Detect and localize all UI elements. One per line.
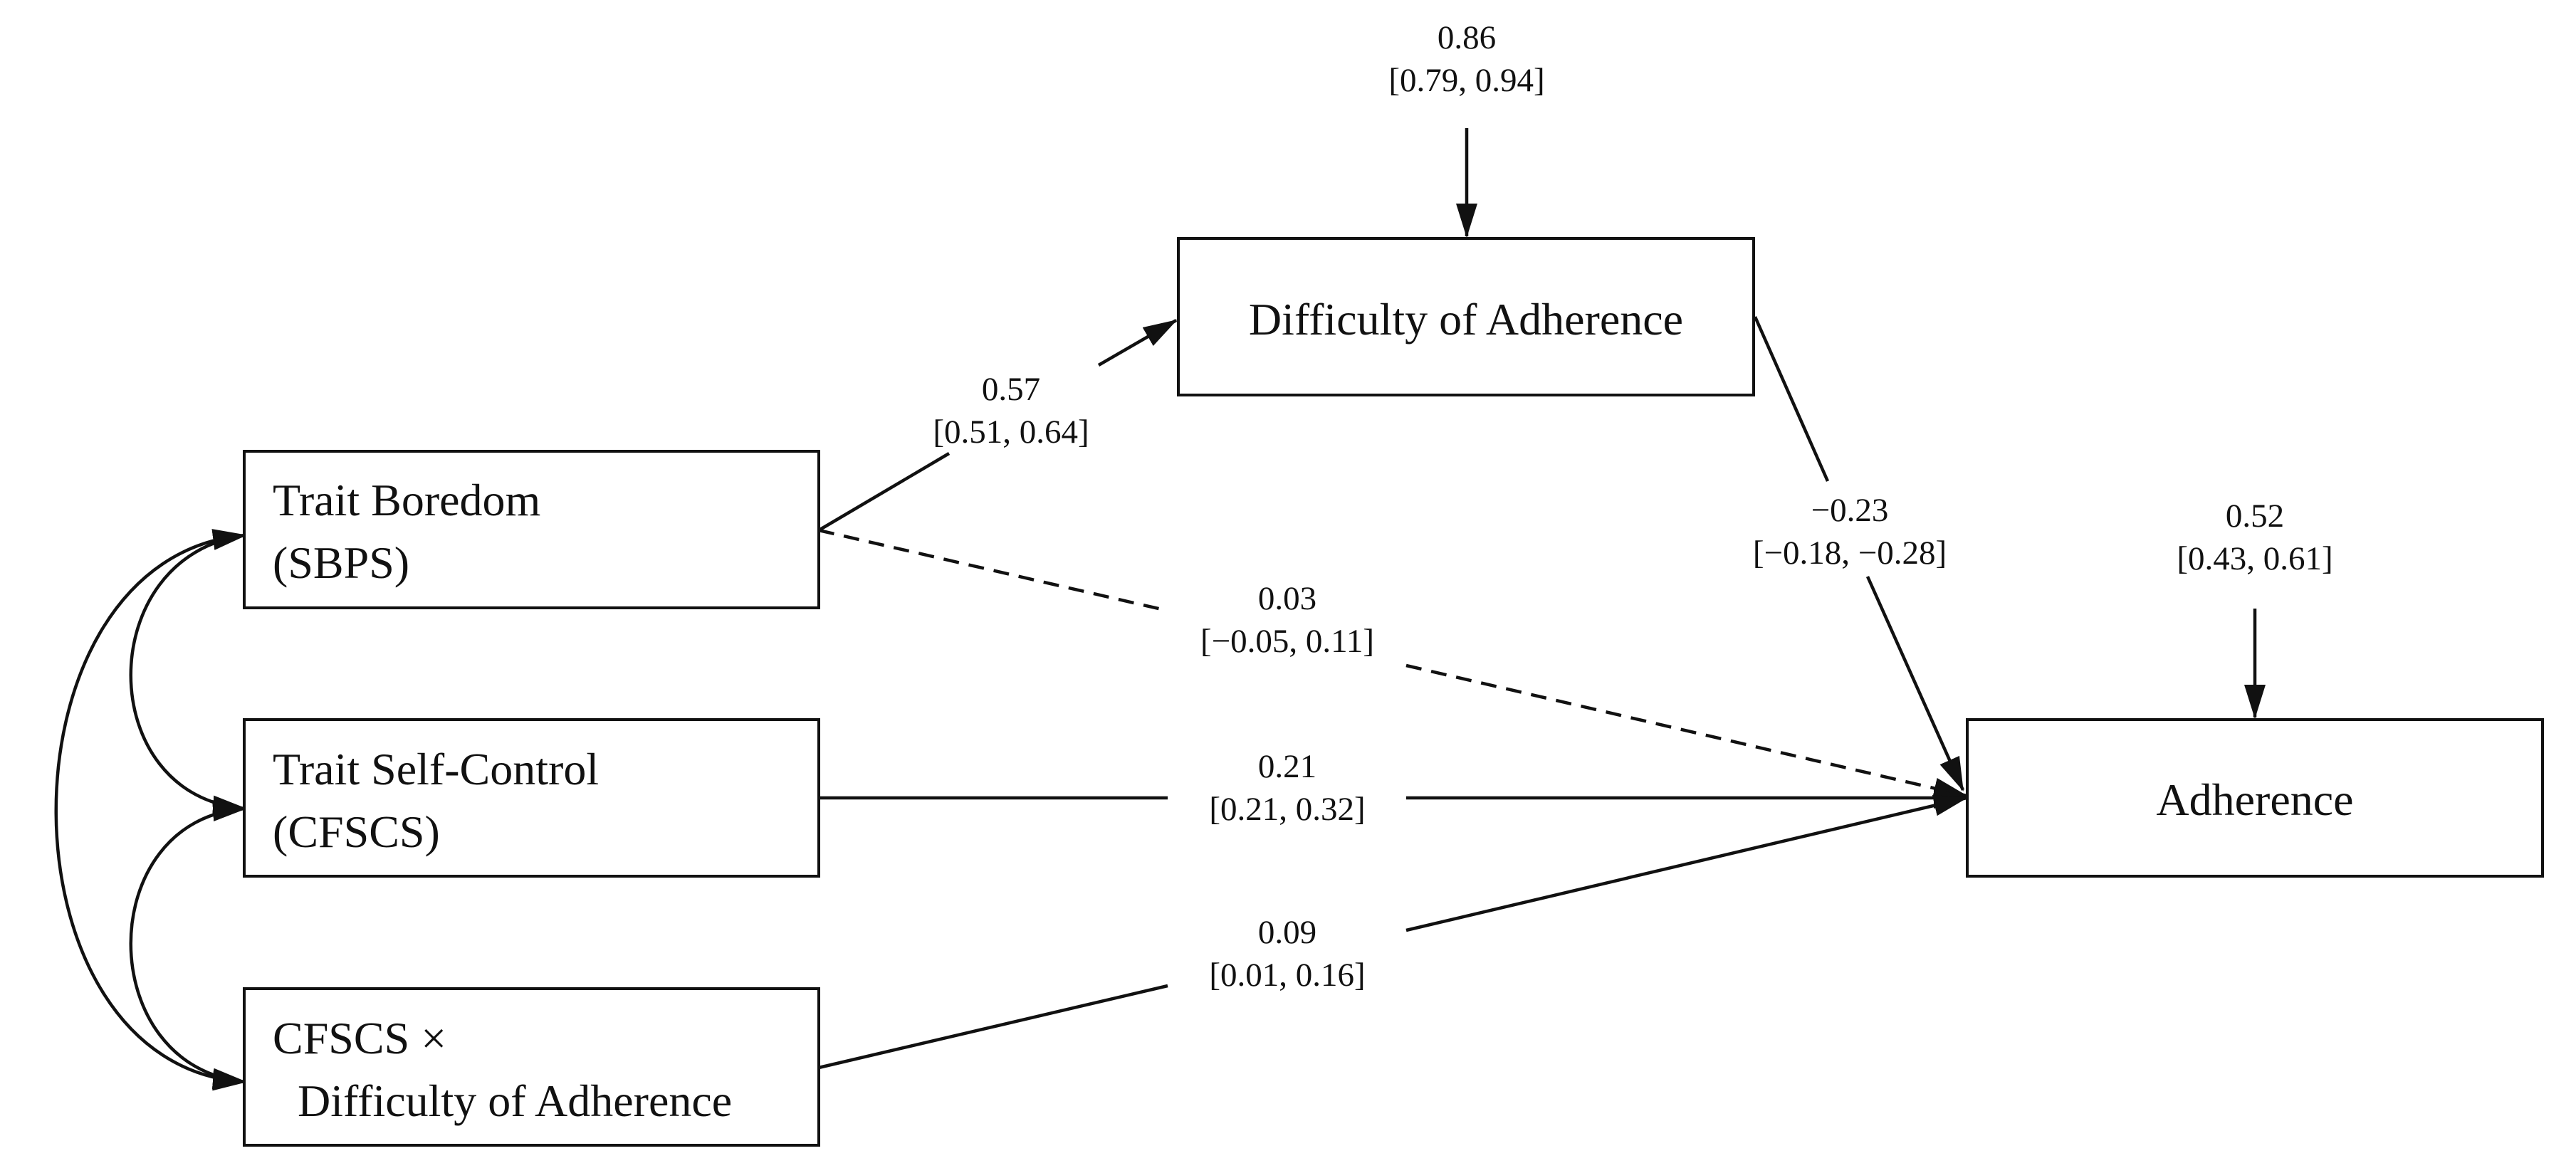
coefficient-ci: [−0.05, 0.11] [1200, 623, 1374, 660]
residual-adherence: 0.52 [0.43, 0.61] [2177, 498, 2332, 577]
node-difficulty-label: Difficulty of Adherence [1249, 294, 1683, 344]
coefficient-estimate: 0.03 [1258, 580, 1316, 617]
residual-arrows [1456, 128, 2266, 719]
node-boredom-label-line2: (SBPS) [273, 537, 409, 588]
node-boredom-label-line1: Trait Boredom [273, 475, 540, 525]
correlation-arc-selfcontrol-interaction [129, 806, 247, 1090]
regression-paths [817, 316, 1968, 1070]
node-adherence: Adherence [1966, 718, 2544, 878]
residual-estimate: 0.52 [2226, 498, 2284, 535]
path-interaction-to-adherence-segment-1 [818, 984, 1168, 1070]
coefficient-estimate: 0.57 [982, 371, 1040, 408]
node-trait-self-control: Trait Self-Control (CFSCS) [243, 718, 820, 878]
path-boredom-to-difficulty-segment-2 [1097, 319, 1178, 367]
path-boredom-to-adherence-segment-2 [1405, 663, 1968, 799]
coefficient-estimate: 0.21 [1258, 748, 1316, 785]
path-boredom-to-difficulty-segment-1 [817, 452, 951, 532]
coefficient-ci: [−0.18, −0.28] [1753, 535, 1947, 572]
coefficient-estimate: 0.09 [1258, 914, 1316, 951]
coefficient-ci: [0.51, 0.64] [933, 414, 1089, 451]
residual-ci: [0.43, 0.61] [2177, 540, 2332, 577]
coefficient-boredom-to-adherence: 0.03 [−0.05, 0.11] [1200, 580, 1374, 660]
coefficient-ci: [0.01, 0.16] [1209, 957, 1365, 994]
path-difficulty-to-adherence-segment-2 [1865, 576, 1965, 791]
node-adherence-label: Adherence [2156, 774, 2353, 825]
node-difficulty-of-adherence: Difficulty of Adherence [1177, 237, 1755, 396]
path-boredom-to-adherence-segment-1 [818, 528, 1168, 613]
node-trait-boredom: Trait Boredom (SBPS) [243, 450, 820, 609]
coefficient-interaction-to-adherence: 0.09 [0.01, 0.16] [1209, 914, 1365, 994]
path-interaction-to-adherence-segment-2 [1405, 794, 1968, 932]
correlation-arcs [54, 529, 247, 1091]
residual-difficulty: 0.86 [0.79, 0.94] [1388, 19, 1544, 99]
coefficient-selfcontrol-to-adherence: 0.21 [0.21, 0.32] [1209, 748, 1365, 828]
correlation-arc-selfcontrol-interaction-start [212, 800, 247, 822]
coefficient-boredom-to-difficulty: 0.57 [0.51, 0.64] [933, 371, 1089, 451]
coefficient-ci: [0.21, 0.32] [1209, 791, 1365, 828]
node-interaction-label-line1: CFSCS × [273, 1013, 446, 1063]
coefficient-estimate: −0.23 [1811, 492, 1889, 529]
node-selfcontrol-label-line2: (CFSCS) [273, 806, 440, 857]
correlation-arc-boredom-interaction [54, 533, 247, 1091]
node-cfscs-x-difficulty: CFSCS × Difficulty of Adherence [243, 987, 820, 1147]
residual-ci: [0.79, 0.94] [1388, 62, 1544, 99]
node-interaction-label-line2: Difficulty of Adherence [298, 1075, 732, 1126]
path-difficulty-to-adherence-segment-1 [1753, 316, 1830, 482]
node-selfcontrol-label-line1: Trait Self-Control [273, 744, 599, 794]
residual-estimate: 0.86 [1438, 19, 1496, 56]
coefficient-difficulty-to-adherence: −0.23 [−0.18, −0.28] [1753, 492, 1947, 572]
correlation-arc-boredom-selfcontrol [129, 533, 247, 817]
